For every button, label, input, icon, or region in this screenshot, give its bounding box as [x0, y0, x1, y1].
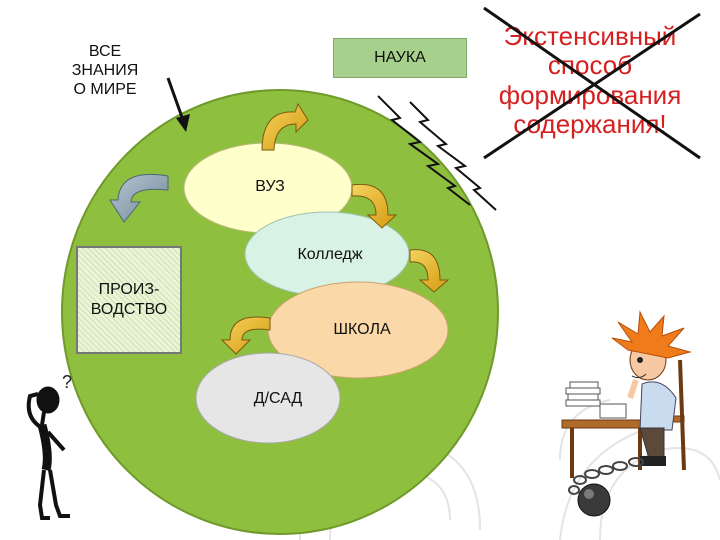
- school-label: ШКОЛА: [333, 321, 391, 338]
- question-mark: ?: [62, 372, 72, 392]
- production-box: ПРОИЗ- ВОДСТВО: [76, 246, 182, 354]
- kindergarten-label: Д/САД: [253, 390, 303, 407]
- down-arrow-icon: [166, 77, 190, 132]
- all-knowledge-label: ВСЕ ЗНАНИЯ О МИРЕ: [71, 43, 139, 99]
- gray-arrow-icon: [109, 173, 169, 223]
- kindergarten-oval: [195, 352, 341, 444]
- extensive-method-caption: Экстенсивный способ формирования содержа…: [498, 21, 682, 140]
- zigzag-lightning-icon: [377, 95, 497, 211]
- curved-arrow-icon: [220, 102, 450, 355]
- ball-and-chain-icon: [568, 457, 644, 495]
- science-box: НАУКА: [333, 38, 467, 78]
- college-label: Колледж: [297, 246, 363, 263]
- university-label: ВУЗ: [255, 178, 285, 195]
